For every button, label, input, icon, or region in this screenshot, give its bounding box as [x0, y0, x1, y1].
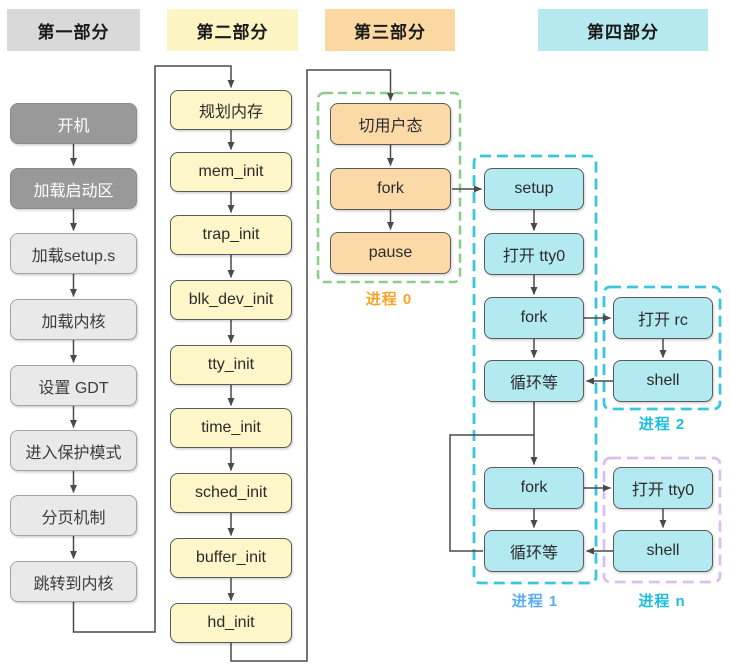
node-plan-memory: 规划内存 — [170, 90, 292, 130]
node-open-rc: 打开 rc — [613, 297, 713, 339]
node-setup: setup — [484, 168, 584, 210]
process-1-label: 进程 1 — [511, 593, 559, 610]
node-wait-loop-1: 循环等 — [484, 360, 584, 402]
node-power-on: 开机 — [10, 103, 137, 144]
node-shell-p2: shell — [613, 360, 713, 402]
node-sched-init: sched_init — [170, 473, 292, 513]
node-shell-pn: shell — [613, 530, 713, 572]
process-1-boundary — [472, 154, 598, 585]
node-switch-user-mode: 切用户态 — [330, 103, 451, 145]
node-wait-loop-2: 循环等 — [484, 530, 584, 572]
process-n-boundary — [602, 456, 722, 584]
process-2-boundary — [602, 285, 722, 411]
node-open-tty0-pn: 打开 tty0 — [613, 467, 713, 509]
node-set-gdt: 设置 GDT — [10, 365, 137, 406]
node-jump-to-kernel: 跳转到内核 — [10, 561, 137, 602]
node-tty-init: tty_init — [170, 345, 292, 385]
node-load-setup-s: 加载setup.s — [10, 233, 137, 274]
node-blk-dev-init: blk_dev_init — [170, 280, 292, 320]
node-open-tty0: 打开 tty0 — [484, 233, 584, 275]
process-2-label: 进程 2 — [638, 416, 686, 433]
process-0-label: 进程 0 — [365, 291, 413, 308]
node-pause: pause — [330, 232, 451, 274]
node-fork-2: fork — [484, 467, 584, 509]
process-n-label: 进程 n — [638, 593, 686, 610]
header-part-1: 第一部分 — [7, 9, 140, 51]
node-time-init: time_init — [170, 408, 292, 448]
header-part-4: 第四部分 — [538, 9, 708, 51]
node-fork-proc0: fork — [330, 168, 451, 210]
node-fork-1: fork — [484, 297, 584, 339]
node-paging: 分页机制 — [10, 495, 137, 536]
node-protected-mode: 进入保护模式 — [10, 430, 137, 471]
node-trap-init: trap_init — [170, 215, 292, 255]
header-part-2: 第二部分 — [167, 9, 298, 51]
node-buffer-init: buffer_init — [170, 538, 292, 578]
header-part-3: 第三部分 — [325, 9, 455, 51]
node-hd-init: hd_init — [170, 603, 292, 643]
node-load-kernel: 加载内核 — [10, 299, 137, 340]
node-load-boot-sector: 加载启动区 — [10, 168, 137, 209]
node-mem-init: mem_init — [170, 152, 292, 192]
